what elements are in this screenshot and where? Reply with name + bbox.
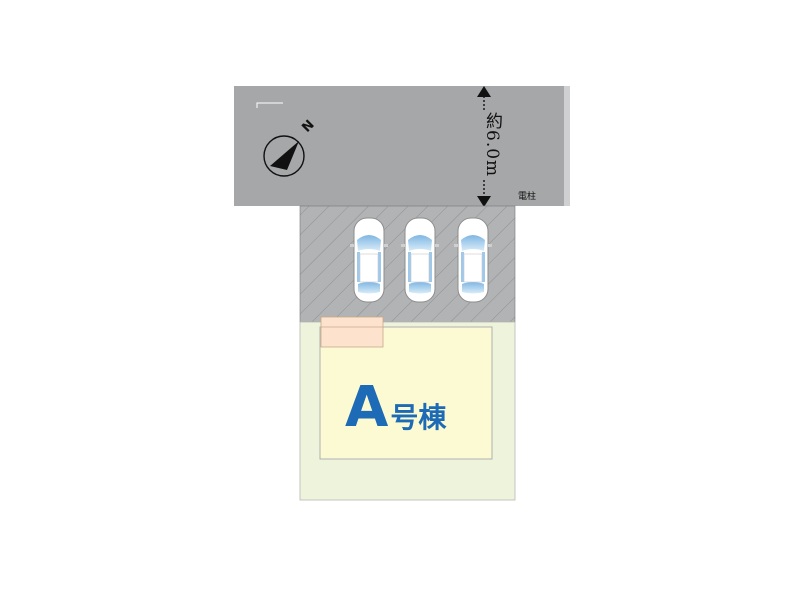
building-suffix: 号棟: [390, 401, 447, 434]
utility-pole-label: 電柱: [518, 192, 537, 202]
car-icon: [349, 217, 389, 303]
car-icon: [453, 217, 493, 303]
north-arrow-icon: [263, 135, 305, 177]
building-letter: A: [345, 375, 388, 440]
building-footprint: [319, 326, 493, 460]
road-edge: [564, 86, 570, 206]
porch: [320, 316, 384, 348]
corner-mark: [256, 102, 283, 108]
road-width-label: 約6.0m: [480, 110, 505, 180]
building-label: A 号棟: [345, 380, 446, 436]
car-icon: [400, 217, 440, 303]
road: [234, 86, 568, 206]
